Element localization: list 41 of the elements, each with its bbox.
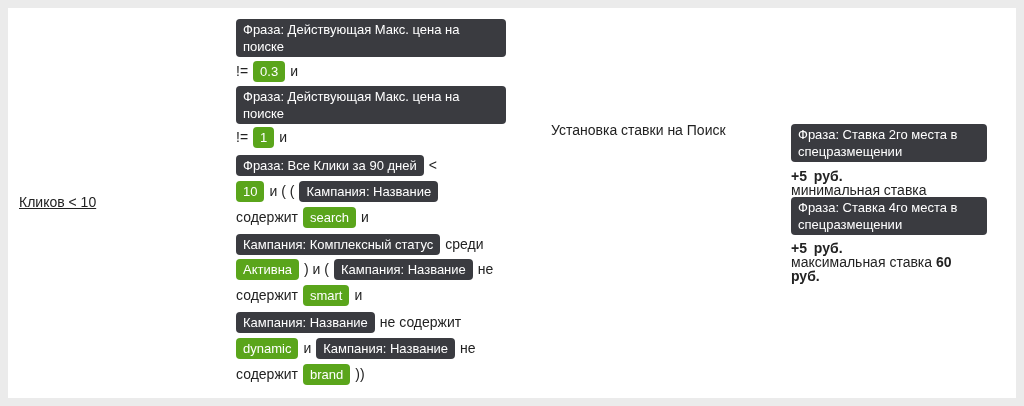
value-tag: 10 bbox=[236, 180, 265, 202]
operator-text: среди bbox=[445, 235, 484, 253]
value-tag: dynamic bbox=[236, 337, 299, 359]
operator-text: != bbox=[236, 62, 249, 80]
operator-text: != bbox=[236, 128, 249, 146]
value-tag: search bbox=[303, 206, 356, 228]
operator-text: содержит bbox=[236, 365, 298, 383]
field-tag: Кампания: Название bbox=[316, 337, 456, 359]
field-tag: Кампания: Название bbox=[334, 258, 473, 280]
operator-text: ) и ( bbox=[304, 260, 329, 278]
operator-text: и bbox=[279, 128, 288, 146]
field-tag: Кампания: Комплексный статус bbox=[236, 233, 441, 255]
value-tag: brand bbox=[303, 363, 351, 385]
field-tag: Фраза: Действующая Макс. цена на поиске bbox=[236, 86, 506, 124]
condition-link: Кликов < 10 bbox=[19, 193, 97, 211]
operator-text: не содержит bbox=[379, 313, 462, 331]
operator-text: и ( ( bbox=[269, 182, 295, 200]
field-tag: Кампания: Название bbox=[236, 311, 375, 333]
field-tag: Фраза: Все Клики за 90 дней bbox=[236, 155, 424, 176]
operator-text: содержит bbox=[236, 286, 298, 304]
value-tag: 0.3 bbox=[253, 60, 286, 82]
bid-increment-text: +5 руб. bbox=[791, 169, 843, 183]
operator-text: и bbox=[361, 208, 369, 226]
field-tag: Фраза: Ставка 2го места в спецразмещении bbox=[791, 124, 987, 162]
value-tag: 1 bbox=[253, 126, 275, 148]
field-tag: Фраза: Ставка 4го места в спецразмещении bbox=[791, 197, 987, 235]
value-tag: Активна bbox=[236, 258, 300, 280]
operator-text: не bbox=[460, 339, 476, 357]
operator-text: )) bbox=[355, 365, 365, 383]
operator-text: не bbox=[477, 260, 494, 278]
field-tag: Фраза: Действующая Макс. цена на поиске bbox=[236, 19, 506, 57]
bid-note-text: максимальная ставка 60 руб. bbox=[791, 255, 953, 283]
action-text: Установка ставки на Поиск bbox=[551, 121, 726, 139]
operator-text: и bbox=[354, 286, 363, 304]
value-tag: smart bbox=[303, 284, 350, 306]
operator-text: и bbox=[303, 339, 312, 357]
operator-text: и bbox=[290, 62, 298, 80]
field-tag: Кампания: Название bbox=[299, 180, 439, 202]
bid-note-text: минимальная ставка bbox=[791, 183, 927, 197]
operator-text: < bbox=[428, 157, 437, 174]
operator-text: содержит bbox=[236, 208, 298, 226]
